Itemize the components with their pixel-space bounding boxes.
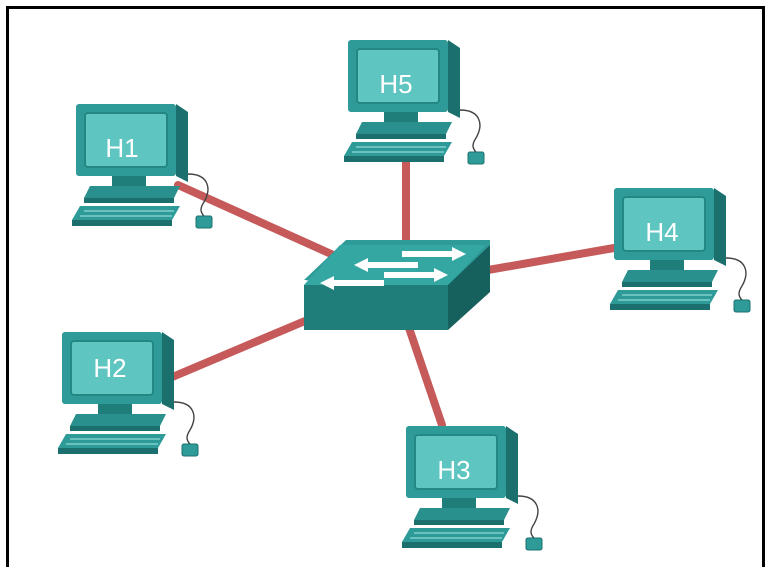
host-h2: H2 bbox=[57, 331, 199, 457]
host-label: H5 bbox=[379, 69, 412, 99]
link-h3-switch bbox=[404, 321, 446, 429]
computer-icon bbox=[401, 425, 543, 551]
link-h2-switch bbox=[166, 314, 316, 382]
host-label: H3 bbox=[437, 455, 470, 485]
switch-icon bbox=[304, 240, 490, 330]
computer-icon bbox=[57, 331, 199, 457]
host-label: H2 bbox=[93, 353, 126, 383]
host-h5: H5 bbox=[343, 39, 485, 165]
link-h1-switch bbox=[174, 181, 344, 262]
link-h4-switch bbox=[484, 244, 618, 274]
computer-icon bbox=[609, 187, 751, 313]
host-h1: H1 bbox=[71, 103, 213, 229]
host-label: H4 bbox=[645, 217, 678, 247]
computer-icon bbox=[343, 39, 485, 165]
host-h4: H4 bbox=[609, 187, 751, 313]
computer-icon bbox=[71, 103, 213, 229]
host-h3: H3 bbox=[401, 425, 543, 551]
links bbox=[166, 151, 618, 429]
host-label: H1 bbox=[105, 133, 138, 163]
